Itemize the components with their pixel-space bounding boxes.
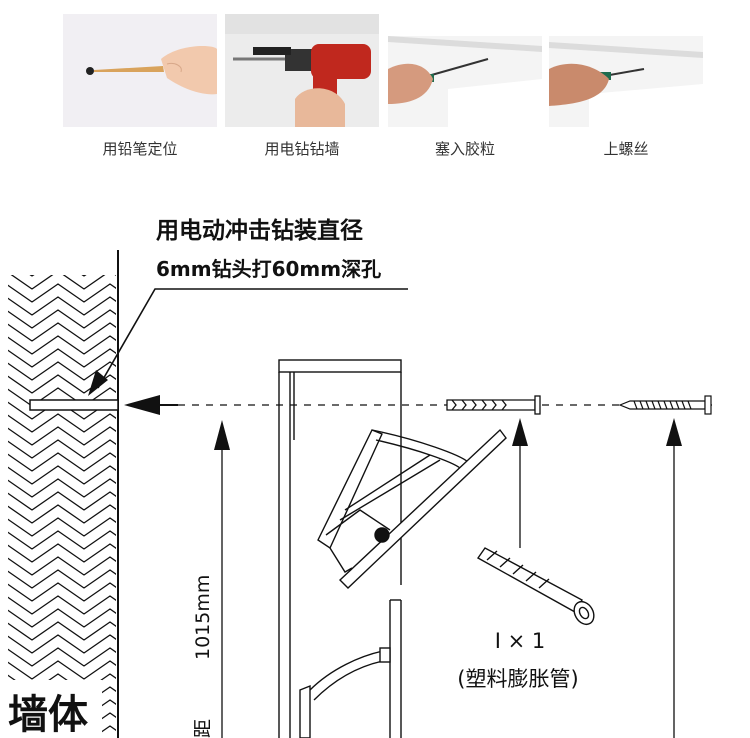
- flip-rack-upper: [317, 428, 507, 589]
- drill-note-leader: [97, 288, 408, 389]
- anchor-inline-icon: [446, 395, 541, 415]
- cabinet-panel: [278, 359, 402, 738]
- step-photo-anchor: [388, 14, 542, 127]
- step-photo-screw: [549, 14, 703, 127]
- height-label: 1015mm: [192, 575, 214, 660]
- drill-hole: [29, 399, 119, 411]
- flip-rack-lower: [299, 647, 391, 738]
- anchor-label: (塑料膨胀管): [457, 667, 578, 691]
- wall-brick-pattern: [8, 275, 116, 738]
- step-photo-drill: [225, 14, 379, 127]
- anchor-detail-icon: [476, 547, 595, 626]
- installation-diagram: 用电动冲击钻装直径 6mm钻头打60mm深孔 1015mm 距: [4, 217, 712, 738]
- screw-inline-icon: [618, 395, 712, 415]
- step-photo-pencil: [63, 14, 217, 127]
- height-arrow-icon: [214, 420, 230, 450]
- hole-arrow-icon: [124, 395, 160, 415]
- quantity-label: I × 1: [495, 629, 546, 653]
- anchor-arrow-icon: [512, 418, 528, 446]
- drill-note-line2: 6mm钻头打60mm深孔: [156, 257, 381, 281]
- screw-arrow-icon: [666, 418, 682, 446]
- pivot-icon: [374, 527, 390, 543]
- step-caption-anchor: 塞入胶粒: [434, 140, 495, 158]
- drill-note-line1: 用电动冲击钻装直径: [156, 217, 363, 244]
- height-prefix: 距: [192, 719, 214, 738]
- step-caption-drill: 用电钻钻墙: [264, 140, 340, 158]
- leader-arrowhead: [88, 370, 108, 396]
- step-caption-screw: 上螺丝: [603, 140, 649, 158]
- brick-lines: [8, 275, 116, 738]
- step-caption-pencil: 用铅笔定位: [102, 140, 178, 158]
- wall-label: 墙体: [8, 692, 88, 738]
